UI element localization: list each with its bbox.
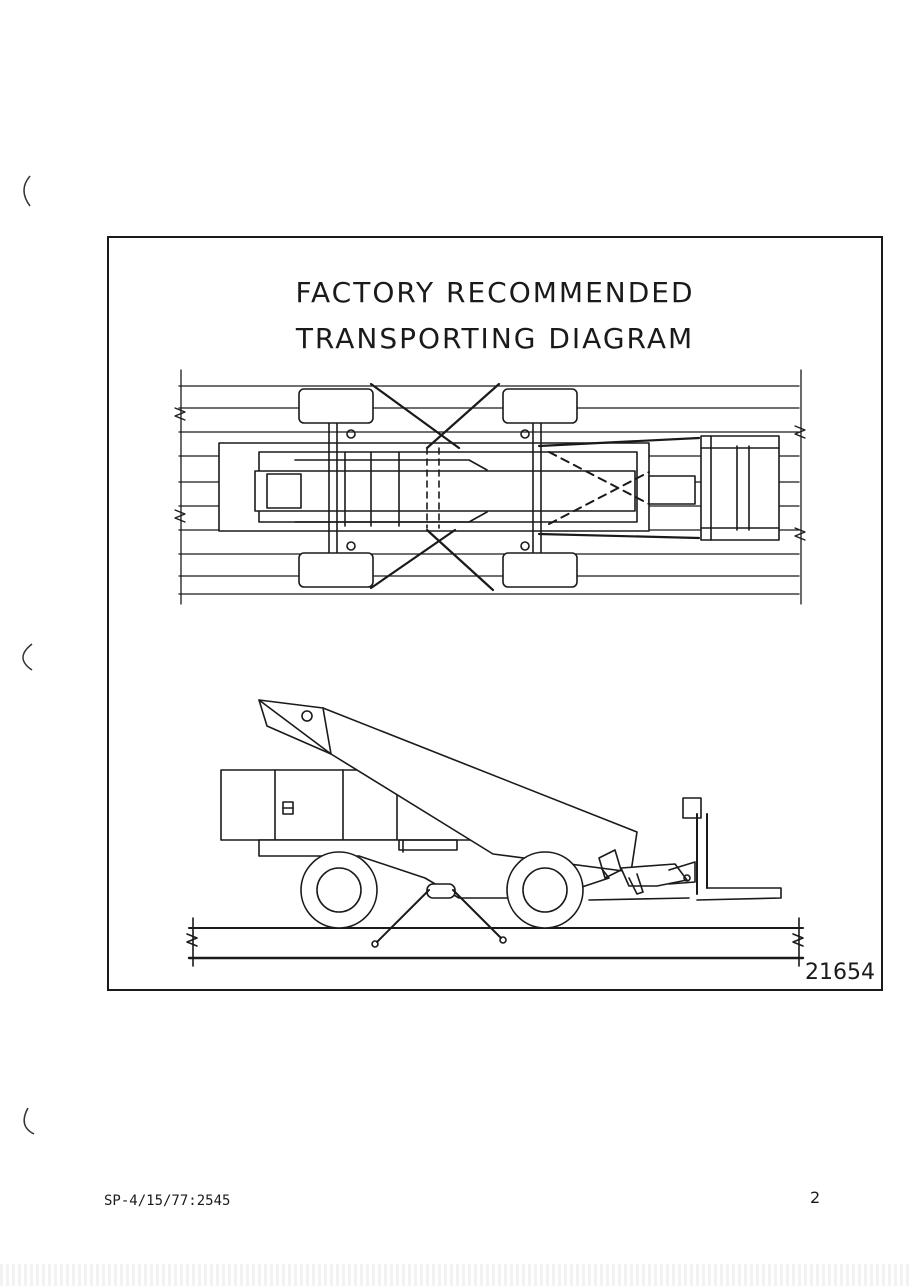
punch-hole-icon [14, 638, 36, 676]
transport-drawing [109, 238, 881, 989]
page-number: 2 [810, 1188, 821, 1207]
document-code: SP-4/15/77:2545 [104, 1193, 231, 1209]
punch-hole-icon [14, 172, 36, 210]
platform-basket [700, 435, 780, 541]
title-line-1: FACTORY RECOMMENDED [295, 276, 695, 309]
wheel-front [300, 851, 378, 929]
engine-housing [220, 769, 398, 841]
diagram-frame: FACTORY RECOMMENDED TRANSPORTING DIAGRAM [107, 236, 883, 991]
drawing-number: 21654 [805, 960, 875, 985]
wheel-rear [506, 851, 584, 929]
wheel-rear-left [502, 388, 578, 424]
top-view [174, 369, 806, 605]
side-chains [376, 889, 502, 943]
tie-down-chains [369, 382, 701, 592]
boom-top [254, 470, 636, 512]
punch-hole-icon [14, 1104, 36, 1142]
title-line-2: TRANSPORTING DIAGRAM [295, 322, 695, 355]
wheel-rear-right [502, 552, 578, 588]
wheel-front-right [298, 552, 374, 588]
trailer-deck [186, 917, 805, 967]
wheel-front-left [298, 388, 374, 424]
scan-edge [0, 1264, 909, 1286]
platform-rail [682, 797, 702, 819]
side-view [186, 699, 805, 967]
